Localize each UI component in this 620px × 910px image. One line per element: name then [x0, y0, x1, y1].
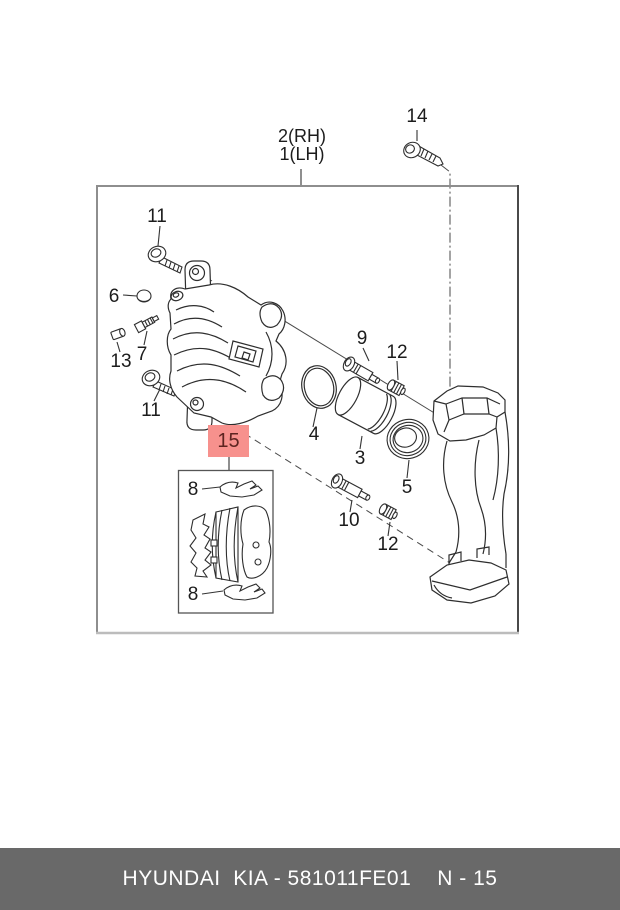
- oring-4-drawing: [301, 365, 337, 409]
- carrier-bracket-drawing: [429, 385, 510, 604]
- cap-12-bottom-drawing: [378, 503, 398, 521]
- piston-3-drawing: [334, 376, 397, 435]
- callout-7: 7: [136, 344, 148, 365]
- plug-13-drawing: [110, 327, 126, 341]
- callout-3: 3: [354, 448, 366, 469]
- screw-14-drawing: [403, 141, 444, 167]
- callout-6: 6: [108, 286, 120, 307]
- guide-pin-9-drawing: [342, 356, 381, 384]
- guide-pin-10-drawing: [330, 473, 371, 501]
- callout-11-top: 11: [147, 206, 167, 227]
- brake-pad-set-drawing: [189, 505, 272, 583]
- callout-8-top: 8: [187, 479, 199, 500]
- callout-12-bottom: 12: [377, 534, 399, 555]
- callout-14: 14: [406, 106, 428, 127]
- footer-bar: HYUNDAI KIA - 581011FE01 N - 15: [0, 848, 620, 910]
- callout-11-bottom: 11: [141, 400, 161, 421]
- callout-12-top: 12: [386, 342, 408, 363]
- pad-clip-8-top-drawing: [219, 480, 263, 498]
- callout-10: 10: [338, 510, 360, 531]
- bolt-11-bottom-drawing: [141, 369, 177, 397]
- callout-5: 5: [401, 477, 413, 498]
- leader-lines: [116, 130, 418, 595]
- callout-assembly-lh: 1(LH): [279, 144, 325, 164]
- outer-frame-box: [96, 185, 519, 635]
- cap-6-drawing: [136, 289, 152, 303]
- callout-8-bottom: 8: [187, 584, 199, 605]
- bleeder-7-drawing: [133, 314, 160, 334]
- callout-9: 9: [356, 328, 368, 349]
- highlighted-callout-15: 15: [208, 425, 249, 457]
- callout-13: 13: [110, 351, 132, 372]
- callout-4: 4: [308, 424, 320, 445]
- page-ref-text: N - 15: [437, 867, 498, 890]
- boot-5-drawing: [386, 418, 430, 460]
- caliper-body-drawing: [166, 260, 287, 431]
- pad-kit-box: [177, 469, 274, 614]
- bolt-11-top-drawing: [147, 245, 183, 274]
- cap-12-top-drawing: [386, 379, 406, 397]
- callout-assembly-rh-lh: 2(RH) 1(LH): [276, 127, 328, 163]
- callout-assembly-rh: 2(RH): [278, 126, 326, 146]
- pad-clip-8-bottom-drawing: [223, 583, 266, 601]
- catalog-code-text: HYUNDAI KIA - 581011FE01: [122, 867, 412, 890]
